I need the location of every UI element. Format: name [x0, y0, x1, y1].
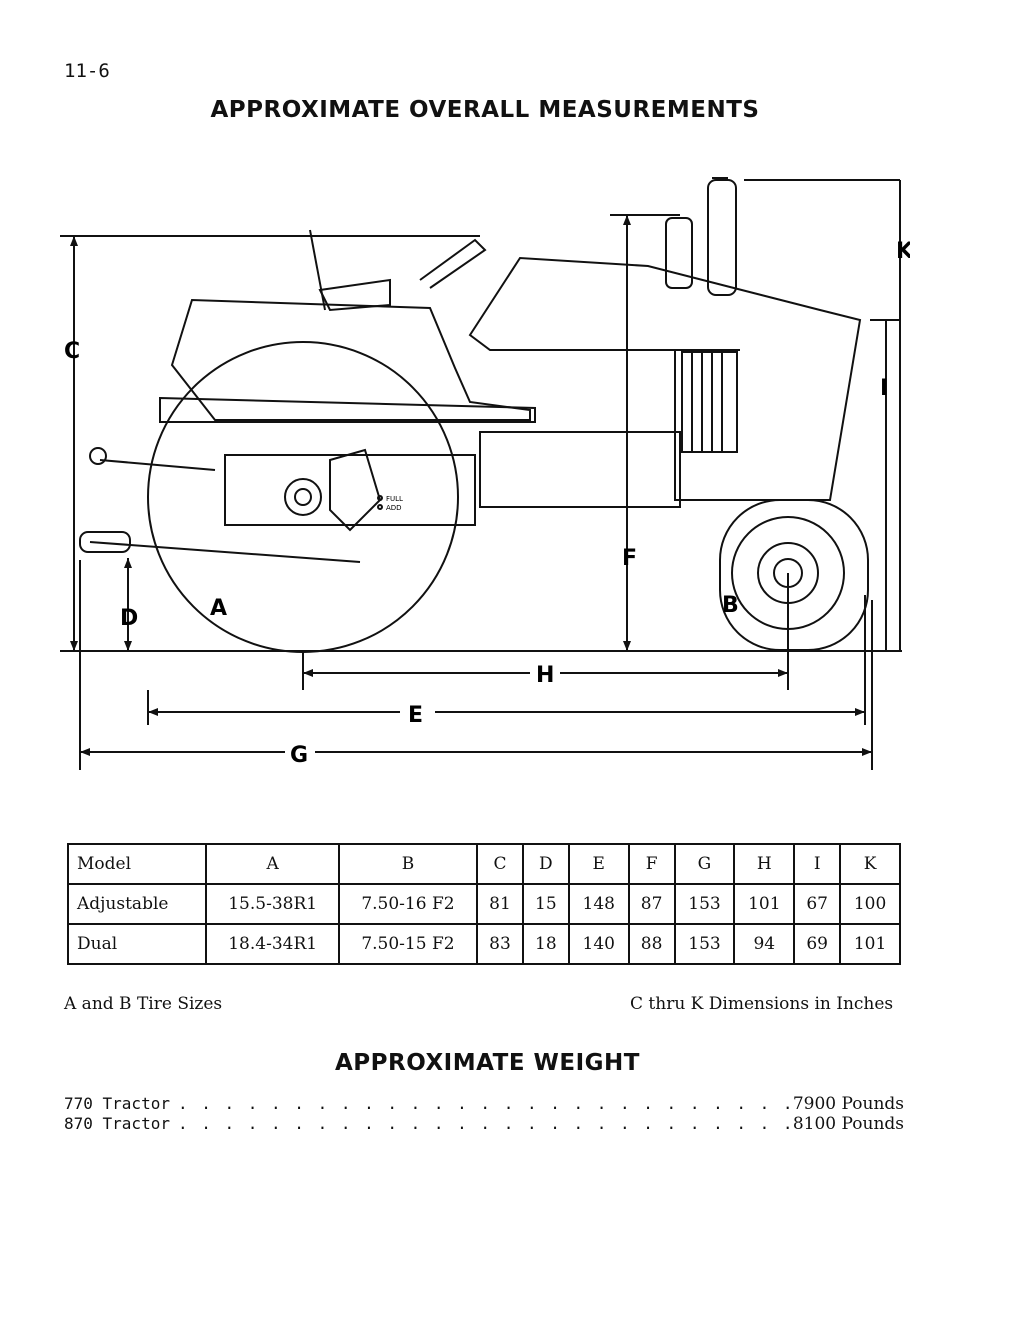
table-cell: 140: [567, 923, 630, 965]
table-cell: 94: [733, 923, 796, 965]
label-e: E: [408, 703, 423, 728]
weight-model: 770 Tractor: [64, 1094, 170, 1113]
table-cell: 7.50-15 F2: [337, 923, 479, 965]
rear-wheel: [147, 341, 459, 653]
table-cell: 100: [839, 883, 901, 925]
table-header: Model: [66, 843, 208, 885]
table-header: G: [673, 843, 736, 885]
table-header: F: [627, 843, 676, 885]
table-header: D: [521, 843, 570, 885]
table-cell: 153: [673, 883, 736, 925]
table-cell: 18.4-34R1: [205, 923, 340, 965]
table-header: A: [205, 843, 340, 885]
leader-dots: . . . . . . . . . . . . . . . . . . . . …: [177, 1114, 793, 1133]
table-cell: 88: [627, 923, 676, 965]
table-cell: 87: [627, 883, 676, 925]
label-b: B: [722, 593, 739, 618]
table-cell: 101: [733, 883, 796, 925]
label-a: A: [210, 596, 227, 621]
table-cell: 69: [793, 923, 842, 965]
weight-model: 870 Tractor: [64, 1114, 170, 1133]
weight-title: APPROXIMATE WEIGHT: [334, 1050, 640, 1076]
leader-dots: . . . . . . . . . . . . . . . . . . . . …: [177, 1094, 793, 1113]
weight-row: 870 Tractor . . . . . . . . . . . . . . …: [64, 1114, 904, 1134]
table-cell: 83: [476, 923, 524, 965]
dimensions-table: Model A B C D E F G H I K Adjustable 15.…: [66, 843, 901, 965]
measurements-title: APPROXIMATE OVERALL MEASUREMENTS: [210, 97, 760, 123]
table-header: I: [793, 843, 842, 885]
table-cell: 18: [521, 923, 570, 965]
label-k: K: [896, 239, 910, 264]
label-c: C: [64, 339, 80, 364]
table-row: Dual 18.4-34R1 7.50-15 F2 83 18 140 88 1…: [66, 923, 901, 965]
table-cell: 81: [476, 883, 524, 925]
table-cell: 153: [673, 923, 736, 965]
front-wheel: [719, 499, 869, 651]
table-header: K: [839, 843, 901, 885]
weight-row: 770 Tractor . . . . . . . . . . . . . . …: [64, 1094, 904, 1114]
table-header: B: [337, 843, 479, 885]
table-cell: 7.50-16 F2: [337, 883, 479, 925]
table-header-row: Model A B C D E F G H I K: [66, 843, 901, 885]
label-i: I: [880, 376, 888, 401]
label-h: H: [536, 663, 554, 688]
table-cell: 15: [521, 883, 570, 925]
table-cell: Dual: [66, 923, 208, 965]
label-f: F: [622, 546, 637, 571]
fuel-full-mark: FULL: [386, 495, 403, 503]
table-row: Adjustable 15.5-38R1 7.50-16 F2 81 15 14…: [66, 883, 901, 925]
fuel-add-mark: ADD: [386, 504, 402, 512]
label-g: G: [290, 743, 308, 768]
label-d: D: [120, 606, 138, 631]
table-header: C: [476, 843, 524, 885]
dimension-units-note: C thru K Dimensions in Inches: [630, 994, 894, 1014]
table-cell: 67: [793, 883, 842, 925]
table-cell: 15.5-38R1: [205, 883, 340, 925]
table-header: H: [733, 843, 796, 885]
table-header: E: [567, 843, 630, 885]
weight-value: 7900 Pounds: [792, 1094, 904, 1114]
tire-size-note: A and B Tire Sizes: [64, 994, 223, 1014]
tractor-diagram: C D A B F H E G I K FULL ADD: [60, 177, 910, 770]
table-cell: 101: [839, 923, 901, 965]
table-cell: Adjustable: [66, 883, 208, 925]
page-number: 11-6: [64, 60, 110, 82]
table-cell: 148: [567, 883, 630, 925]
weight-value: 8100 Pounds: [792, 1114, 904, 1134]
